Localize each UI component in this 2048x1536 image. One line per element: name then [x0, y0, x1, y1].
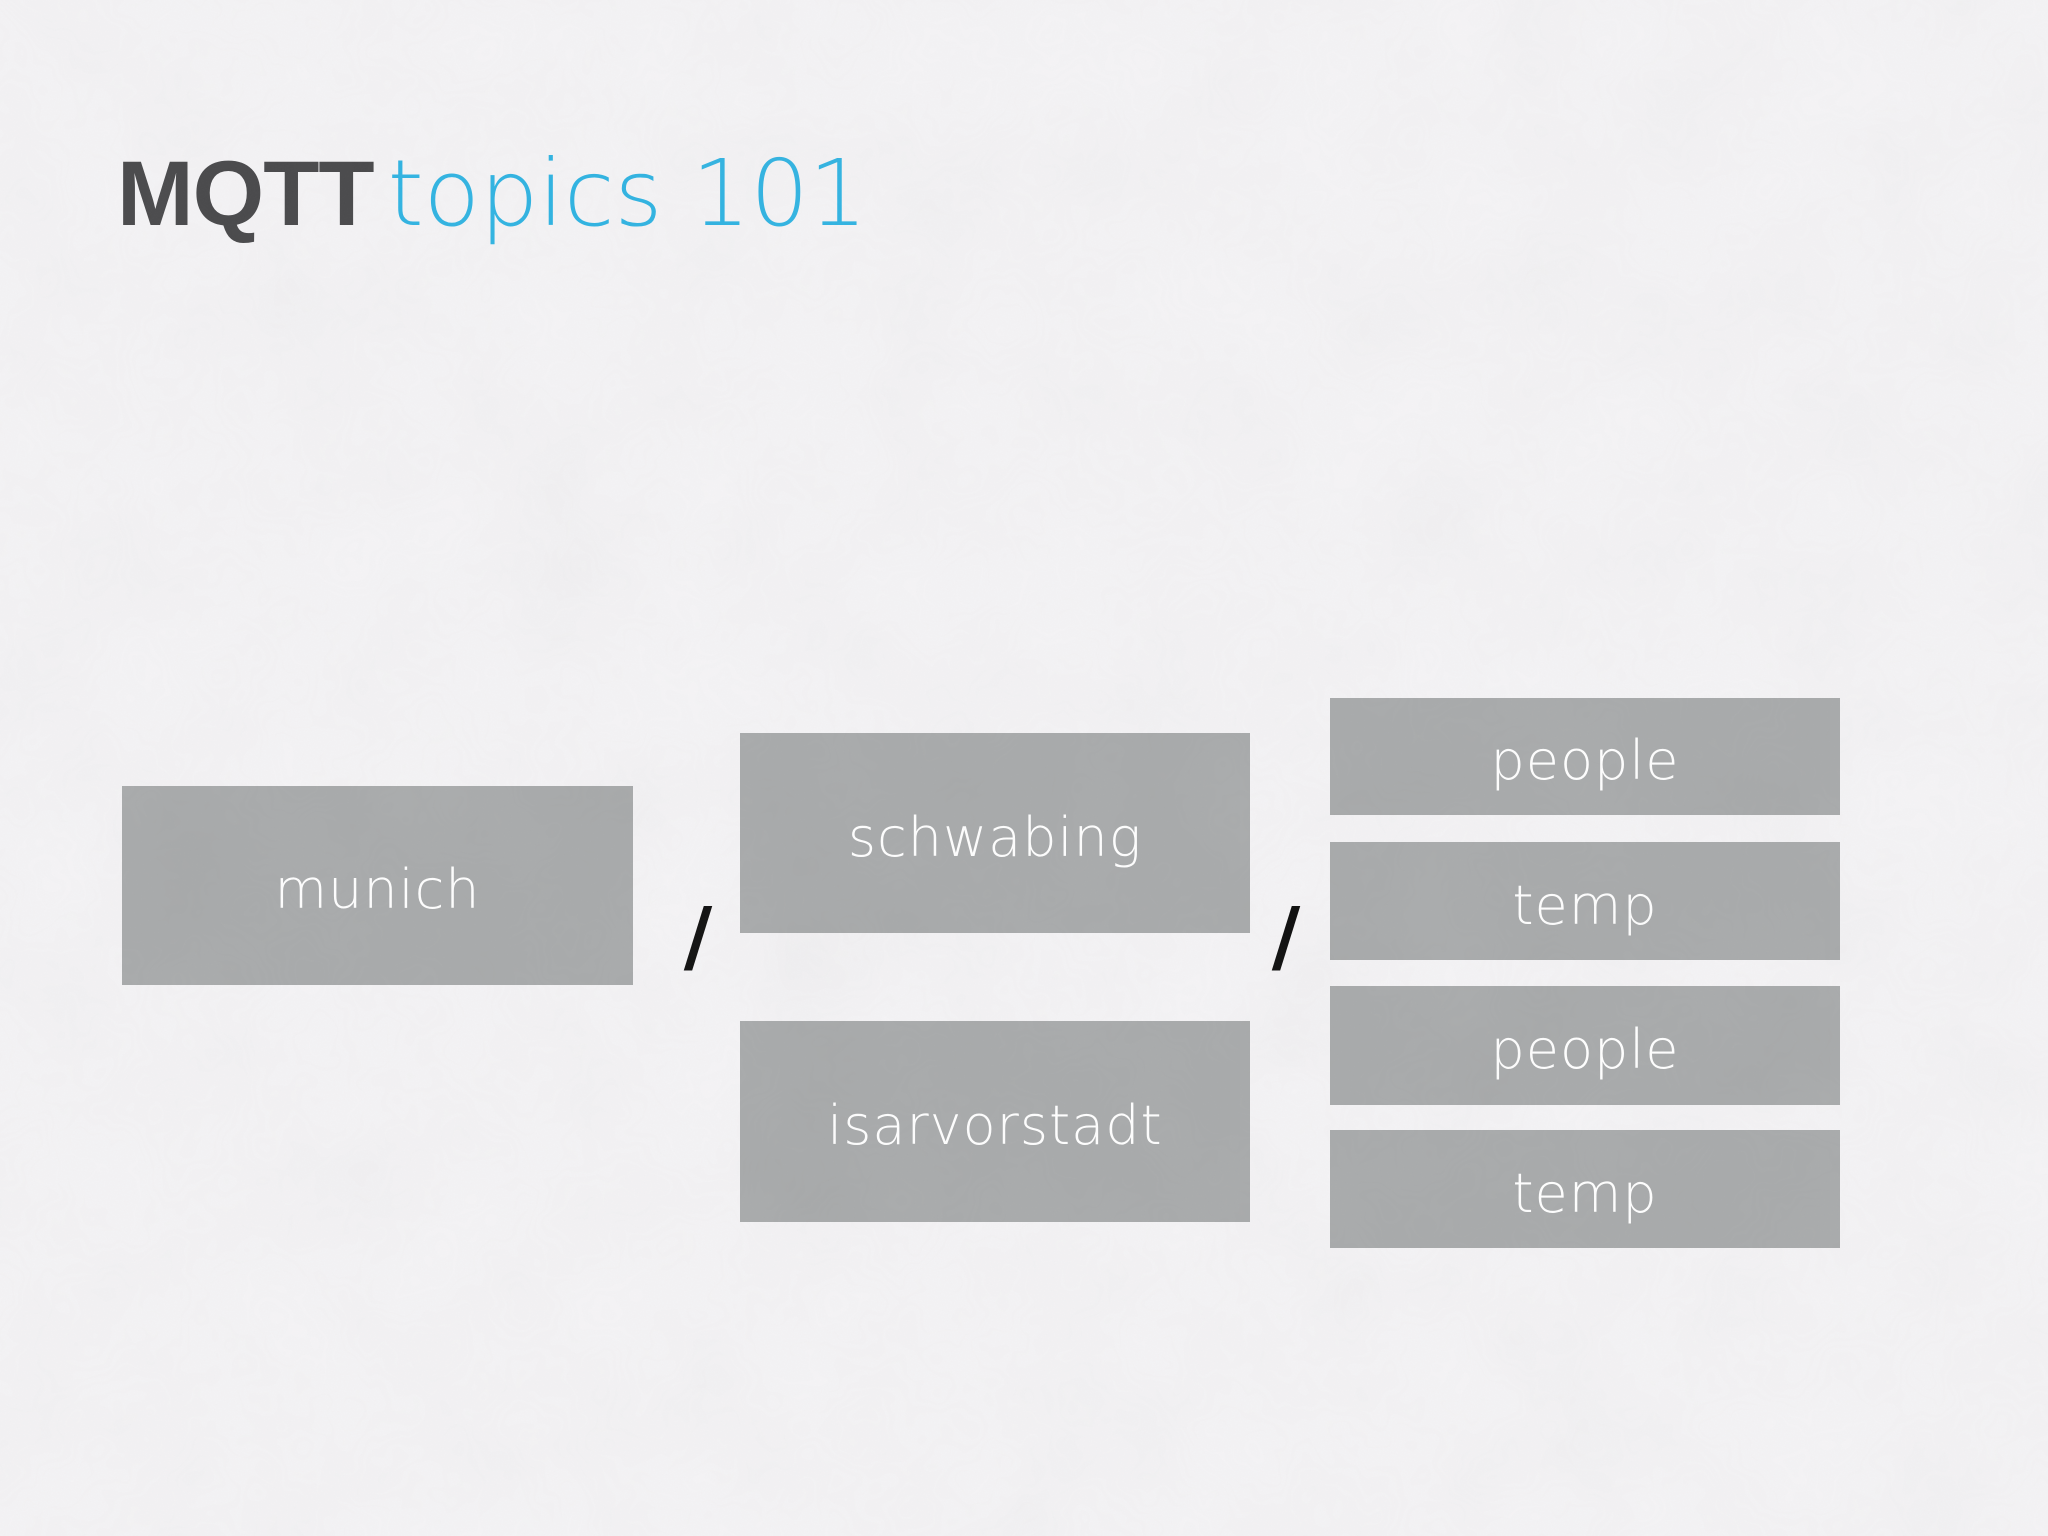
topic-box-isarvorstadt: isarvorstadt: [740, 1021, 1250, 1222]
topic-box-munich: munich: [122, 786, 633, 985]
topic-box-people-2: people: [1330, 986, 1840, 1105]
title-accent-text: topics 101: [387, 140, 868, 247]
topic-box-isarvorstadt-label: isarvorstadt: [827, 1094, 1163, 1157]
topic-box-people-1: people: [1330, 698, 1840, 815]
topic-box-munich-label: munich: [274, 858, 481, 921]
topic-box-schwabing-label: schwabing: [847, 805, 1143, 869]
topic-box-people-1-label: people: [1490, 729, 1680, 792]
title-brand-text: MQTT: [117, 143, 375, 245]
topic-box-people-2-label: people: [1490, 1018, 1680, 1081]
topic-box-schwabing: schwabing: [740, 733, 1250, 933]
topic-box-temp-1: temp: [1330, 842, 1840, 960]
topic-box-temp-2-label: temp: [1512, 1161, 1658, 1225]
topic-separator-slash-1: /: [683, 892, 713, 982]
topic-box-temp-2: temp: [1330, 1130, 1840, 1248]
topic-separator-slash-2: /: [1271, 892, 1301, 982]
topic-box-temp-1-label: temp: [1512, 873, 1658, 937]
